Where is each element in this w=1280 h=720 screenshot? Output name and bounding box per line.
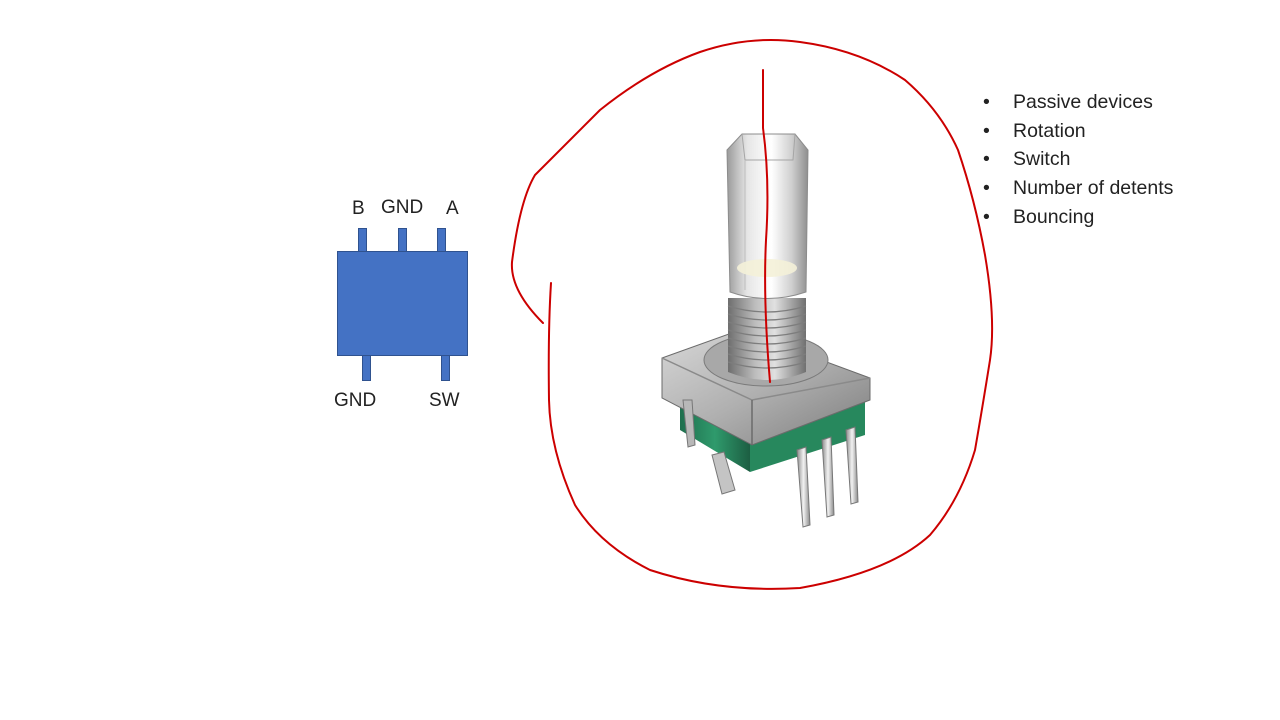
pin-sw-lead [441, 355, 450, 381]
feature-label: Switch [1013, 148, 1071, 171]
pin-label-b: B [352, 198, 365, 219]
encoder-chip-body [337, 251, 468, 356]
bullet-marker: • [983, 91, 990, 113]
pin-label-gnd-bottom: GND [334, 390, 377, 411]
ink-shaft-line [762, 69, 771, 383]
bullet-marker: • [983, 148, 990, 171]
bullet-marker: • [983, 177, 990, 200]
feature-list-item: • Rotation [983, 119, 1173, 148]
red-ink-annotations [510, 38, 994, 590]
bullet-marker: • [983, 119, 990, 142]
encoder-mount-tabs [682, 399, 736, 495]
feature-label: Passive devices [1013, 91, 1153, 113]
pin-label-sw: SW [429, 390, 460, 411]
feature-list-item: • Number of detents [983, 176, 1173, 205]
feature-list-item: • Bouncing [983, 205, 1173, 234]
pin-gnd-bottom-lead [362, 355, 371, 381]
feature-list-item: • Switch [983, 147, 1173, 176]
bullet-marker: • [983, 205, 990, 228]
feature-label: Number of detents [1013, 177, 1174, 200]
ink-enclosing-loop [510, 38, 994, 590]
feature-label: Rotation [1013, 119, 1086, 142]
feature-list-item: • Passive devices [983, 90, 1173, 119]
feature-list: • Passive devices • Rotation • Switch • Numb… [983, 90, 1173, 233]
feature-label: Bouncing [1013, 205, 1095, 228]
pin-label-gnd-top: GND [381, 197, 424, 218]
encoder-pins [796, 426, 859, 528]
pin-label-a: A [446, 198, 459, 219]
